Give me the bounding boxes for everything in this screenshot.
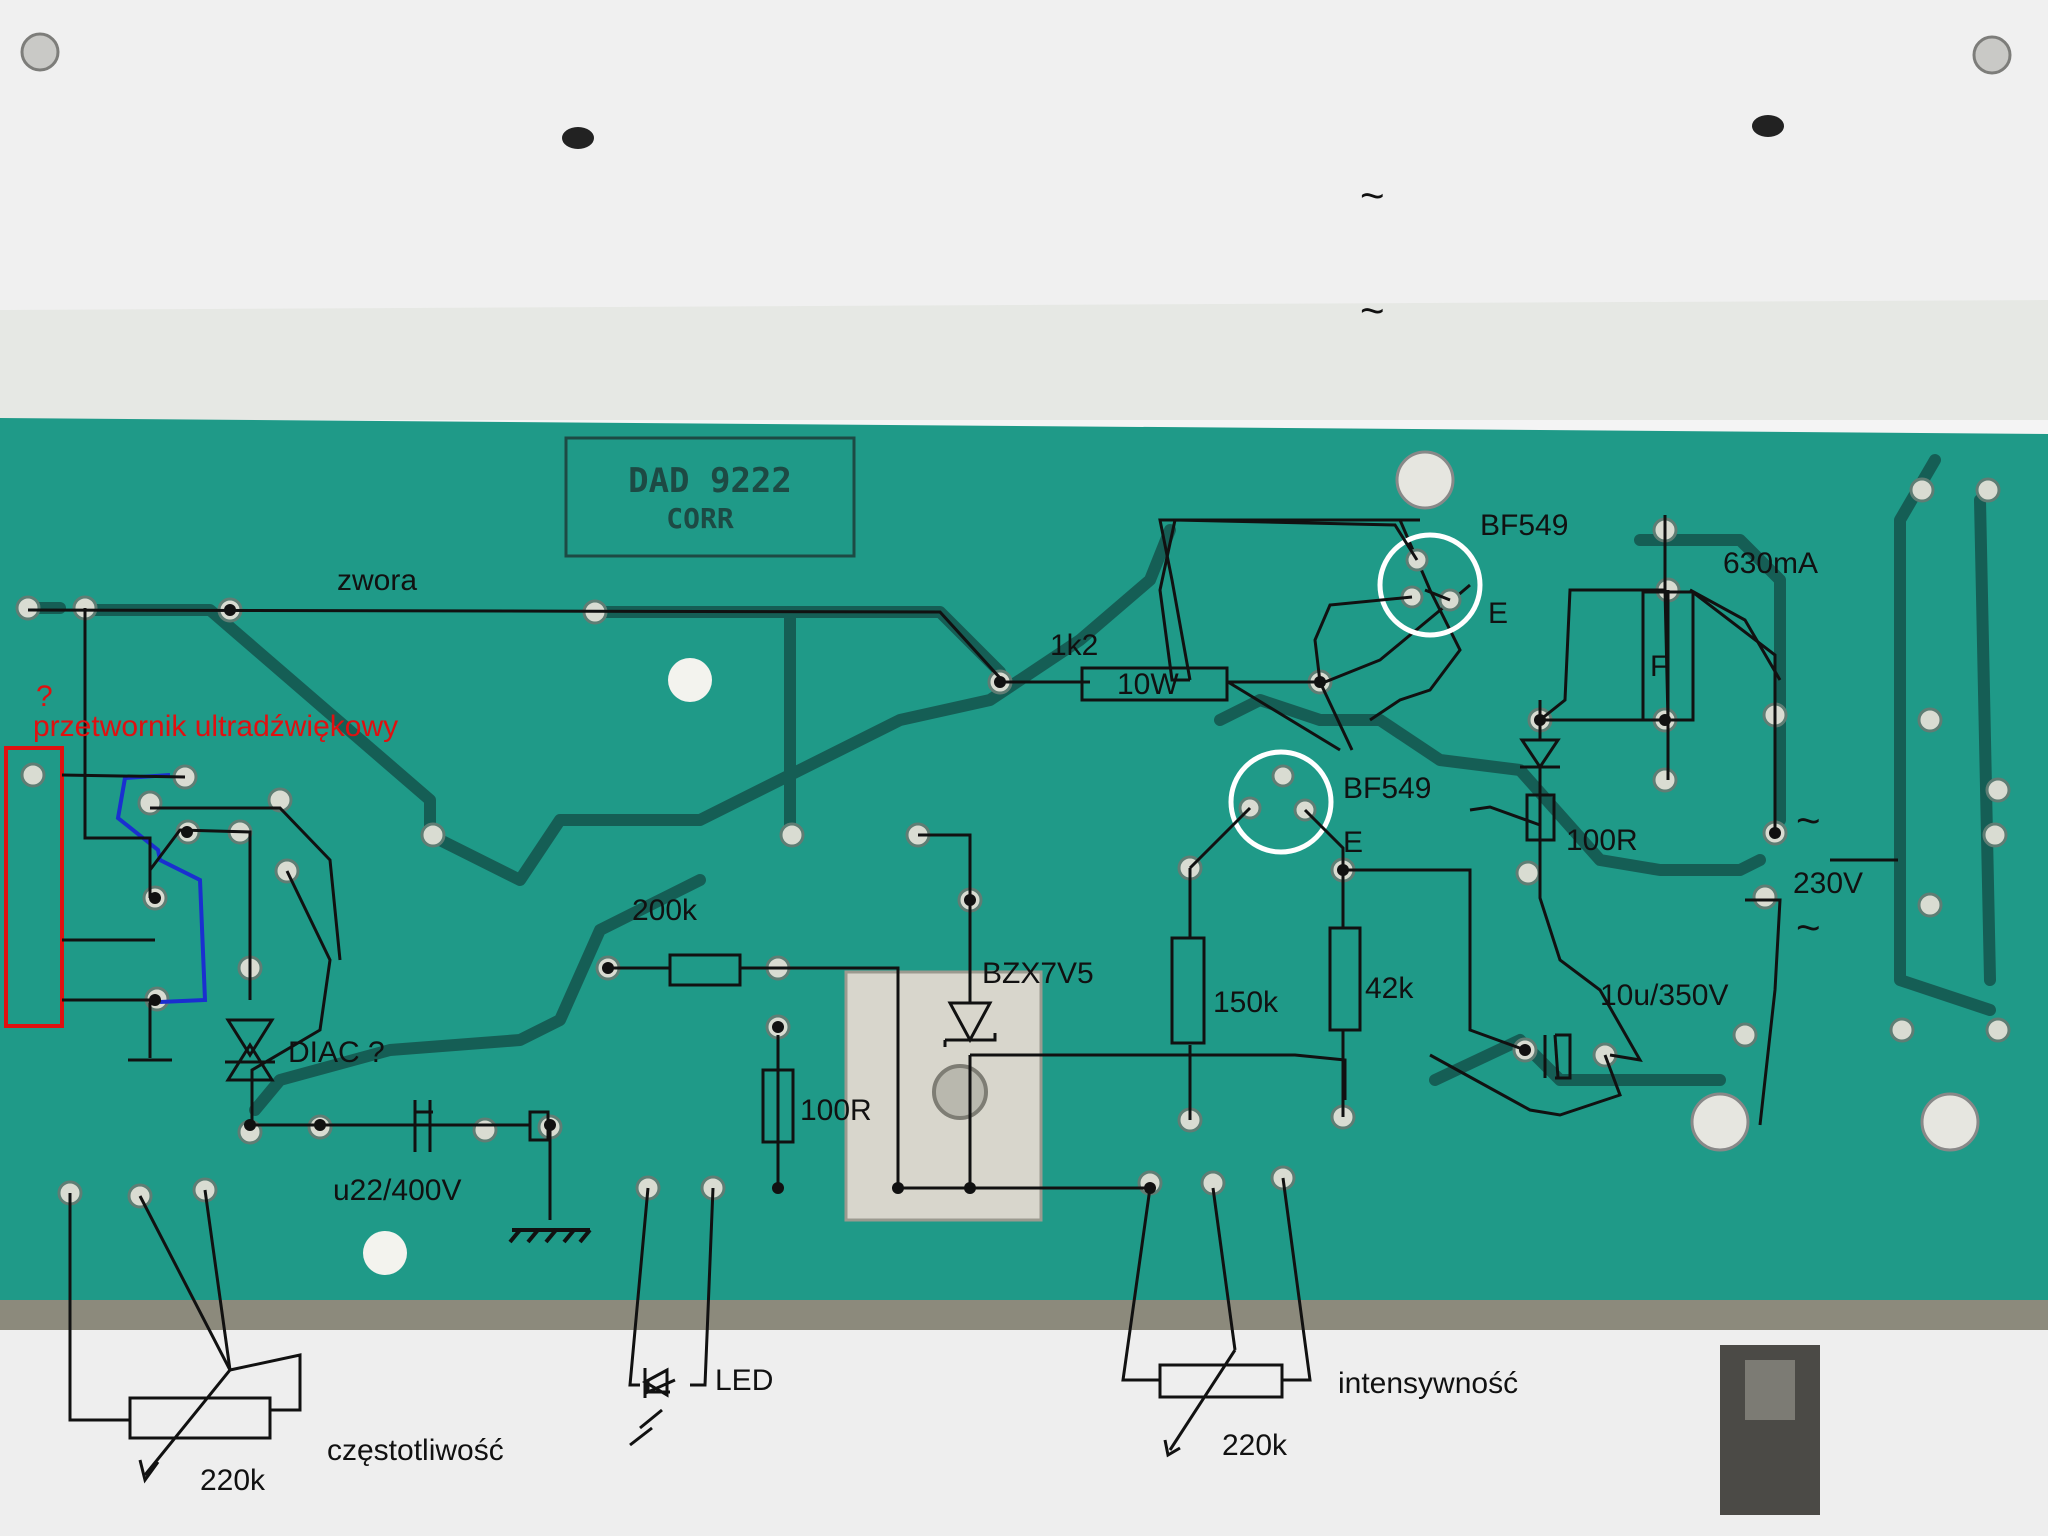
- label-fuse-value: 630mA: [1723, 547, 1818, 580]
- led-symbol: [629, 1367, 676, 1447]
- label-transistor-top: BF549: [1480, 509, 1568, 542]
- label-pot-left-value: 220k: [200, 1464, 266, 1497]
- screw-right-a: [1690, 1092, 1750, 1152]
- transistor-top-highlight: [1377, 532, 1483, 638]
- nut-top-left: [20, 32, 60, 72]
- silkscreen-part-number: DAD 9222: [628, 461, 792, 501]
- ac-symbol: ~: [1796, 797, 1821, 844]
- silkscreen-marking: CORR: [666, 502, 734, 535]
- pcb-bottom-edge: [0, 1300, 2048, 1330]
- label-diac: DIAC ?: [288, 1036, 385, 1069]
- label-transistor-mid: BF549: [1343, 772, 1431, 805]
- transistor-top-lead: [1158, 518, 1419, 682]
- nut-top-right: [1972, 35, 2012, 75]
- chassis-hole-right: [1752, 115, 1784, 137]
- label-resistor-42k: 42k: [1365, 972, 1414, 1005]
- power-connector-clip: [1745, 1360, 1795, 1420]
- label-transducer: przetwornik ultradźwiękowy: [33, 710, 398, 743]
- capacitor-10u: [1543, 1033, 1572, 1080]
- label-capacitor-10u: 10u/350V: [1600, 979, 1728, 1012]
- potentiometer-intensity: [1158, 1363, 1284, 1399]
- transistor-mid-lead: [1188, 806, 1252, 870]
- ac-symbol: ~: [1796, 904, 1821, 951]
- resistor-100r-low: [761, 1068, 795, 1144]
- ac-symbol: ~: [1360, 172, 1385, 219]
- ground-symbols: [508, 1228, 592, 1244]
- chassis-shadow: [0, 300, 2048, 420]
- diac-symbol: [225, 1018, 275, 1082]
- junction-dots: [149, 604, 1781, 1194]
- resistor-200k: [668, 953, 742, 987]
- transistor-mid-emitter-lead: [1303, 808, 1345, 870]
- label-resistor-1k2: 1k2: [1050, 629, 1098, 662]
- transistor-mid-highlight: [1228, 749, 1334, 855]
- zener-diode: [918, 833, 997, 1047]
- label-transducer-question: ?: [36, 680, 53, 713]
- label-resistor-200k: 200k: [632, 894, 698, 927]
- label-led: LED: [715, 1364, 773, 1397]
- blue-wire: [115, 773, 208, 1004]
- label-fuse-symbol: F: [1650, 650, 1668, 683]
- mounting-hole: [363, 1231, 407, 1275]
- label-capacitor-u22: u22/400V: [333, 1174, 461, 1207]
- chassis-bottom: [0, 1330, 2048, 1536]
- chassis-hole-left: [562, 127, 594, 149]
- label-resistor-150k: 150k: [1213, 986, 1279, 1019]
- resistor-42k: [1328, 926, 1362, 1032]
- label-pot-right-name: intensywność: [1338, 1367, 1518, 1400]
- pcb-board: [0, 418, 2048, 1300]
- label-emitter-top: E: [1488, 597, 1508, 630]
- silkscreen-box: [564, 436, 856, 558]
- transistor-top-emitter-lead: [1313, 595, 1413, 683]
- resistor-150k: [1170, 936, 1206, 1045]
- transistor-top-lead-b: [1424, 588, 1451, 602]
- resistor-1k2-10w: [1080, 666, 1229, 702]
- label-mains-voltage: 230V: [1793, 867, 1863, 900]
- screw-top: [1395, 450, 1455, 510]
- transducer-outline: [4, 746, 64, 1028]
- screw-right-b: [1920, 1092, 1980, 1152]
- label-emitter-mid: E: [1343, 826, 1363, 859]
- mounting-hole: [668, 658, 712, 702]
- label-pot-right-value: 220k: [1222, 1429, 1288, 1462]
- label-resistor-10w: 10W: [1117, 668, 1179, 701]
- heatsink-screw: [932, 1064, 988, 1120]
- label-pot-left-name: częstotliwość: [327, 1434, 504, 1467]
- ac-symbol: ~: [1360, 287, 1385, 334]
- label-zwora: zwora: [337, 564, 417, 597]
- label-zener: BZX7V5: [982, 957, 1094, 990]
- label-resistor-100r-low: 100R: [800, 1094, 872, 1127]
- label-resistor-100r-high: 100R: [1566, 824, 1638, 857]
- potentiometer-frequency: [128, 1396, 272, 1440]
